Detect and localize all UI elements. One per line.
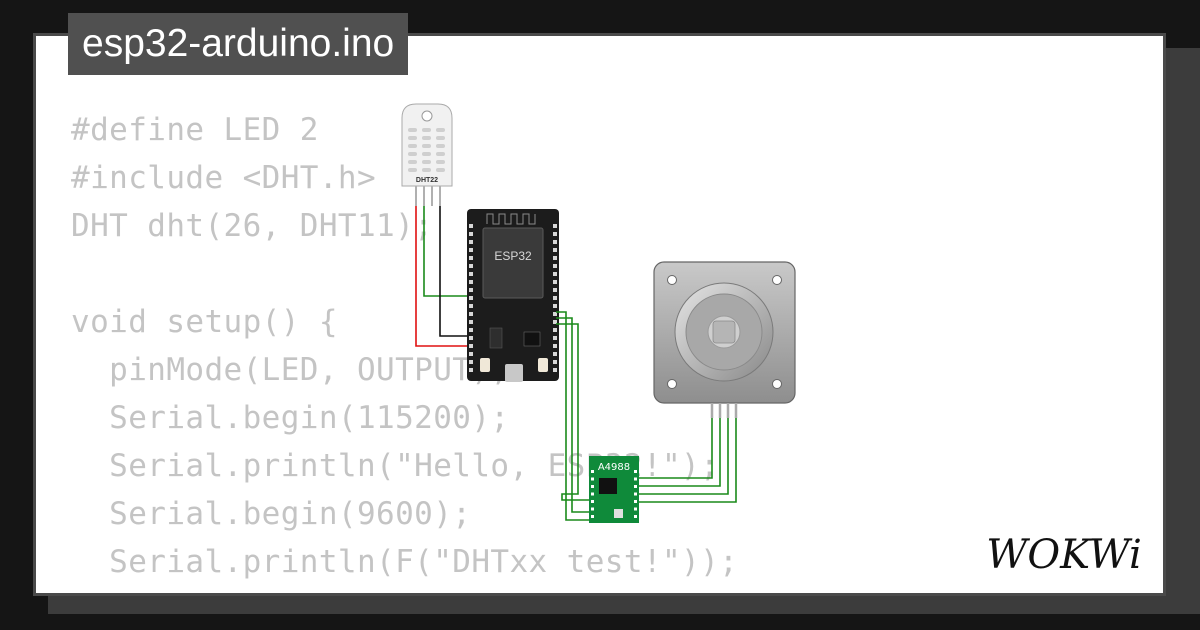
pin bbox=[469, 232, 473, 236]
pin bbox=[634, 477, 637, 481]
pin bbox=[553, 336, 557, 340]
esp32-right-pins bbox=[553, 224, 557, 372]
pin bbox=[469, 288, 473, 292]
pin bbox=[591, 507, 594, 511]
code-line: pinMode(LED, OUTPUT); bbox=[71, 352, 510, 388]
code-line: Serial.println(F("DHTxx test!")); bbox=[71, 544, 739, 580]
pin bbox=[469, 312, 473, 316]
pin bbox=[553, 240, 557, 244]
driver-wires bbox=[556, 311, 592, 521]
preview-card: #define LED 2 #include <DHT.h> DHT dht(26,… bbox=[33, 33, 1166, 596]
pin bbox=[634, 515, 637, 518]
pin bbox=[553, 264, 557, 268]
pin bbox=[469, 352, 473, 356]
esp32-board[interactable]: ESP32 bbox=[467, 209, 559, 382]
pin bbox=[553, 344, 557, 348]
pin bbox=[553, 232, 557, 236]
code-line: Serial.begin(9600); bbox=[71, 496, 472, 532]
pin bbox=[553, 368, 557, 372]
pin bbox=[469, 368, 473, 372]
pin bbox=[469, 304, 473, 308]
pin bbox=[469, 248, 473, 252]
a4988-driver[interactable]: A4988 bbox=[589, 456, 639, 523]
motor-wires bbox=[636, 418, 737, 503]
pin bbox=[553, 224, 557, 228]
pin bbox=[469, 336, 473, 340]
pin bbox=[553, 280, 557, 284]
pin bbox=[591, 500, 594, 503]
pin bbox=[553, 320, 557, 324]
code-editor: #define LED 2 #include <DHT.h> DHT dht(26,… bbox=[71, 106, 738, 586]
logo-text: WOKWi bbox=[986, 532, 1142, 574]
pin bbox=[553, 256, 557, 260]
pin bbox=[553, 312, 557, 316]
wokwi-logo[interactable]: WOKWi bbox=[978, 528, 1150, 574]
pin bbox=[634, 500, 637, 503]
pin bbox=[553, 272, 557, 276]
code-line: Serial.println("Hello, ESP32!"); bbox=[71, 448, 720, 484]
code-line: Serial.begin(115200); bbox=[71, 400, 510, 436]
pin bbox=[553, 352, 557, 356]
pin bbox=[469, 328, 473, 332]
pin bbox=[469, 320, 473, 324]
code-line: #define LED 2 bbox=[71, 112, 319, 148]
pin bbox=[591, 485, 594, 488]
pin bbox=[469, 344, 473, 348]
pin bbox=[634, 470, 637, 473]
pin bbox=[591, 492, 594, 496]
sketch-filename-tab[interactable]: esp32-arduino.ino bbox=[68, 13, 409, 75]
pin bbox=[634, 485, 637, 488]
driver-pins bbox=[591, 470, 637, 518]
code-line: #include <DHT.h> bbox=[71, 160, 377, 196]
pin bbox=[634, 492, 637, 496]
pin bbox=[469, 256, 473, 260]
pin bbox=[591, 515, 594, 518]
pin bbox=[469, 240, 473, 244]
pin bbox=[469, 264, 473, 268]
dht22-sensor[interactable]: DHT22 bbox=[401, 103, 453, 206]
pin bbox=[469, 360, 473, 364]
driver-label: A4988 bbox=[598, 462, 630, 473]
pin bbox=[553, 360, 557, 364]
pin bbox=[553, 296, 557, 300]
pin bbox=[591, 477, 594, 481]
pin bbox=[591, 470, 594, 473]
stepper-motor[interactable] bbox=[653, 261, 796, 418]
pin bbox=[469, 280, 473, 284]
code-line: void setup() { bbox=[71, 304, 338, 340]
pin bbox=[469, 272, 473, 276]
code-line: DHT dht(26, DHT11); bbox=[71, 208, 434, 244]
pin bbox=[553, 288, 557, 292]
board-label: ESP32 bbox=[494, 249, 532, 263]
pin bbox=[469, 296, 473, 300]
esp32-left-pins bbox=[469, 224, 473, 372]
pin bbox=[634, 507, 637, 511]
sensor-label: DHT22 bbox=[416, 177, 438, 184]
pin bbox=[553, 328, 557, 332]
pin bbox=[553, 248, 557, 252]
pin bbox=[553, 304, 557, 308]
pin bbox=[469, 224, 473, 228]
